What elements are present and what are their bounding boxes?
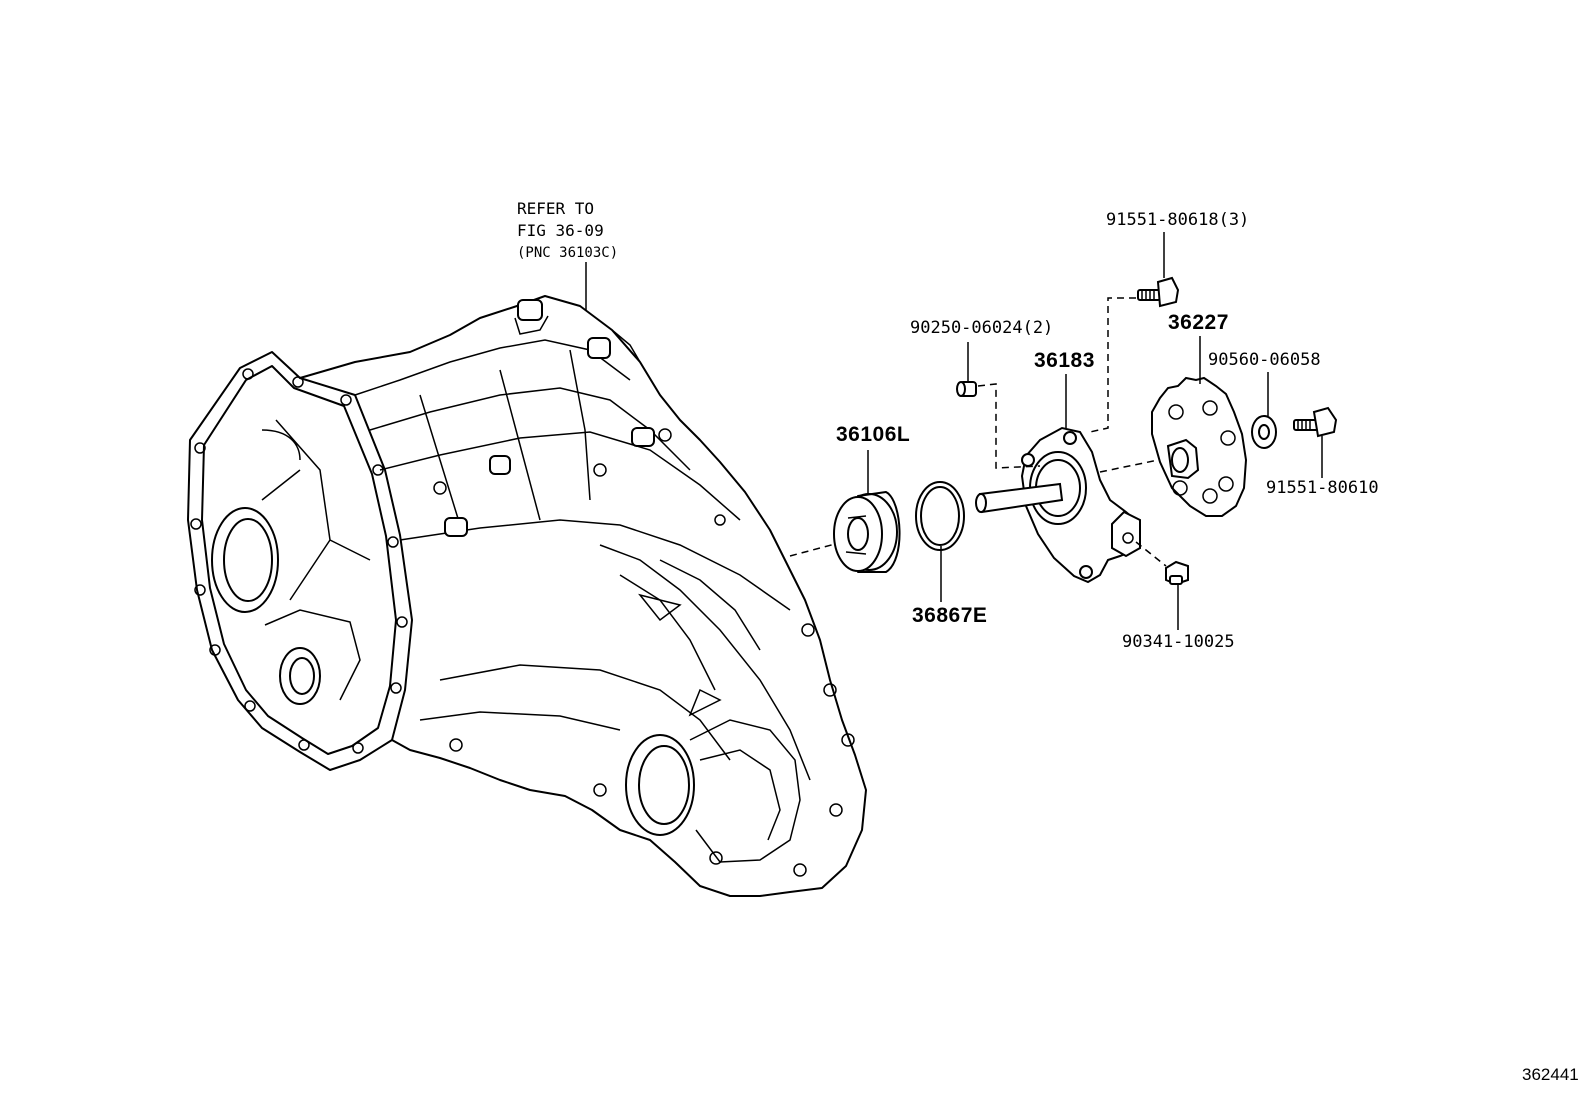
bearing-part xyxy=(833,491,901,573)
part-label-91551-80610: 91551-80610 xyxy=(1266,478,1379,498)
part-label-90560-06058: 90560-06058 xyxy=(1208,350,1321,370)
reference-note-line-1: REFER TO xyxy=(517,199,595,218)
drive-gear-part xyxy=(1151,376,1248,517)
part-label-90250-06024: 90250-06024(2) xyxy=(910,318,1054,338)
part-label-91551-80618: 91551-80618(3) xyxy=(1106,210,1250,230)
washer-part xyxy=(1251,415,1277,449)
part-label-36183: 36183 xyxy=(1034,349,1095,372)
part-label-36227: 36227 xyxy=(1168,311,1229,334)
pin-part xyxy=(956,381,977,397)
figure-number: 362441 xyxy=(1522,1065,1579,1084)
assembly-line xyxy=(1089,297,1136,433)
reference-note-line-2: FIG 36-09 xyxy=(517,221,604,240)
assembly-line xyxy=(1099,457,1169,473)
assembly-line xyxy=(977,383,1041,469)
assembly-line xyxy=(1135,541,1167,567)
reference-note-line-3: (PNC 36103C) xyxy=(517,245,619,261)
gear-bolt-part xyxy=(1293,406,1338,438)
part-label-90341-10025: 90341-10025 xyxy=(1122,632,1235,652)
transfer-case-housing xyxy=(187,295,867,897)
part-label-36867E: 36867E xyxy=(912,604,988,627)
flange-bolt-part xyxy=(1137,276,1180,308)
oil-pump-body-part xyxy=(975,426,1141,584)
part-label-36106L: 36106L xyxy=(836,423,911,446)
plug-part xyxy=(1165,560,1189,586)
o-ring-part xyxy=(915,481,965,551)
